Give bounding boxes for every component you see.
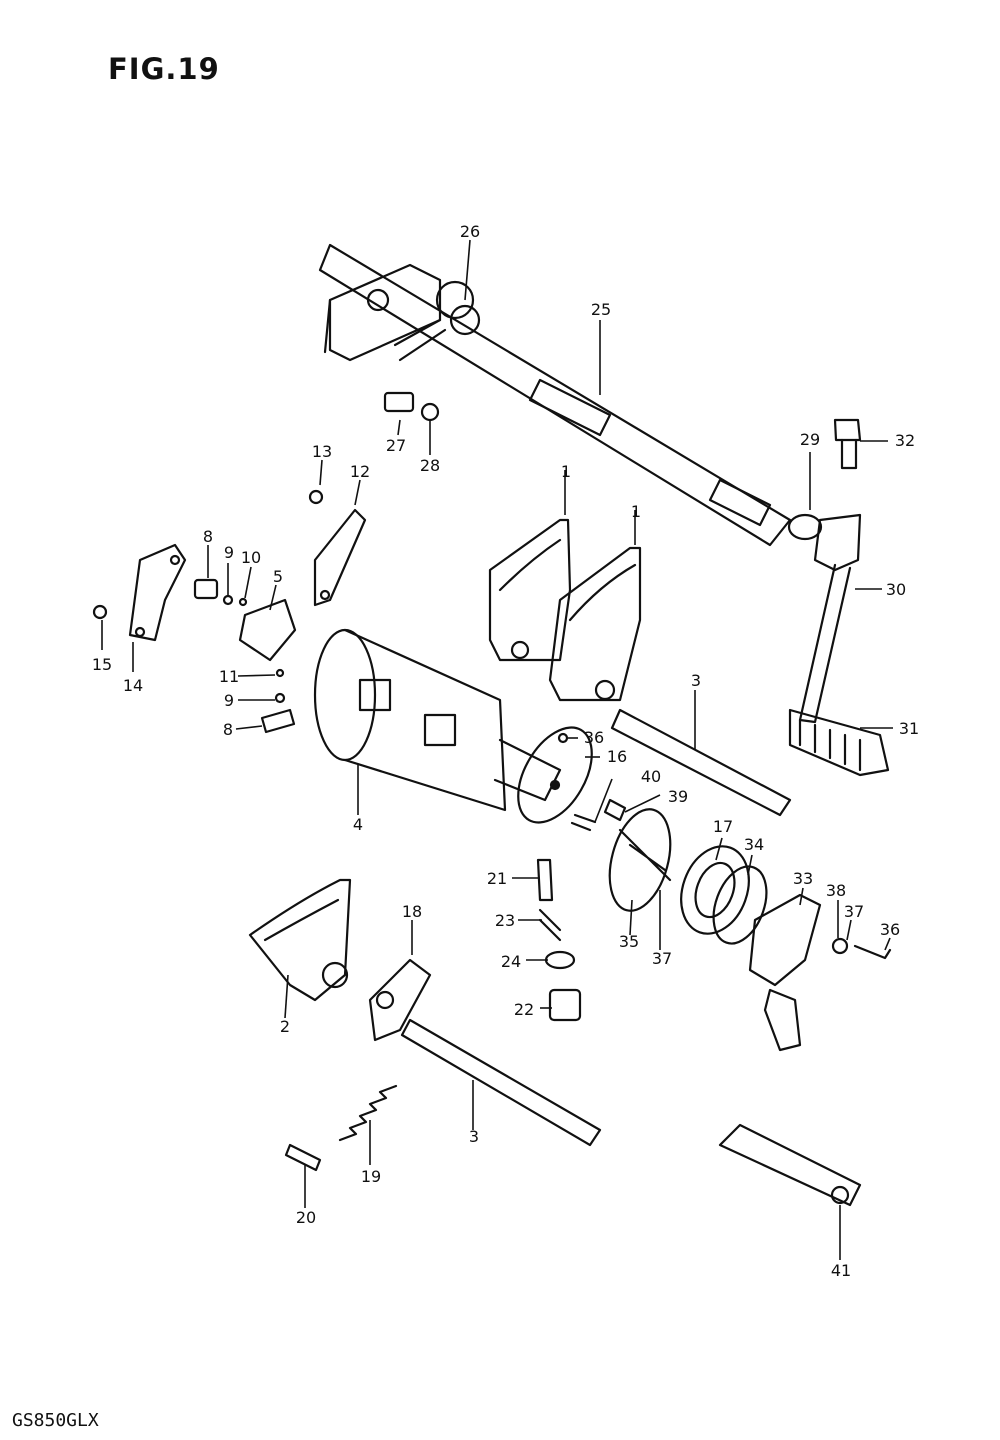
leader-34: [799, 887, 804, 906]
callout-35: 34: [744, 835, 764, 854]
leader-36: [884, 937, 891, 951]
callout-4: 4: [353, 815, 363, 834]
leader-35: [747, 854, 753, 876]
callout-17: 19: [361, 1167, 381, 1186]
leader-28: [397, 419, 401, 436]
callout-18: 20: [296, 1208, 316, 1227]
circlip-14-part: [517, 726, 593, 824]
pin-39-part: [603, 798, 627, 822]
callout-26: 25: [591, 300, 611, 319]
callout-25: 37: [652, 949, 672, 968]
callout-19: 21: [487, 869, 507, 888]
gearshift-cam-part: [313, 628, 562, 812]
callout-28: 27: [386, 436, 406, 455]
stopper-plate-34-part: [748, 893, 822, 1052]
callout-40: 40: [641, 767, 661, 786]
neutral-stopper-part: [536, 858, 582, 1022]
gearshift-fork-pair-part: [488, 518, 642, 702]
callout-1a: 1: [561, 462, 571, 481]
cam-stopper-5-part: [238, 598, 297, 662]
callout-41: 41: [831, 1261, 851, 1280]
leader-6: [235, 725, 263, 730]
pin-40-part: [570, 813, 597, 832]
cam-stopper-plate-12-part: [313, 508, 367, 607]
callout-10: 14: [123, 676, 143, 695]
stopper-bolt-part: [831, 937, 892, 960]
callout-16: 18: [402, 902, 422, 921]
bolt-and-washer-part: [383, 391, 440, 422]
leader-12: [354, 479, 361, 506]
spring-17-part: [338, 1084, 398, 1142]
callout-9a: 10: [241, 548, 261, 567]
callout-6: 8: [223, 720, 233, 739]
gearshift-lever-part: [787, 513, 890, 777]
bracket-41-part: [718, 1123, 862, 1207]
callout-15: 17: [713, 817, 733, 836]
callout-14: 16: [607, 747, 627, 766]
callout-37: 37: [844, 902, 864, 921]
callout-5: 5: [273, 567, 283, 586]
pin-18-part: [284, 1143, 322, 1172]
cam-stopper-bracket-10-part: [128, 543, 187, 642]
figure-title: FIG.19: [108, 52, 220, 86]
callout-32: 31: [899, 719, 919, 738]
callout-3b: 3: [469, 1127, 479, 1146]
callout-12: 12: [350, 462, 370, 481]
cam-stopper-pin-7-part: [193, 578, 219, 600]
callout-34: 33: [793, 869, 813, 888]
leader-37: [846, 919, 852, 941]
small-parts-6-8-9-part: [222, 594, 296, 734]
leader-40: [594, 778, 613, 823]
gearshift-fork-2-part: [248, 878, 352, 1002]
callout-38: 38: [826, 881, 846, 900]
leader-2: [284, 974, 289, 1019]
callout-2: 2: [280, 1017, 290, 1036]
callout-3a: 3: [691, 671, 701, 690]
callout-23: 35: [619, 932, 639, 951]
callout-13: 13: [312, 442, 332, 461]
callout-9b: 11: [219, 667, 239, 686]
model-code: GS850GLX: [12, 1410, 99, 1431]
screw-13-part: [308, 489, 324, 505]
gearshift-shaft-part: [318, 243, 792, 547]
cam-guide-23-part: [608, 808, 672, 912]
callout-8b: 9: [224, 691, 234, 710]
callout-39: 39: [668, 787, 688, 806]
fork-shaft-lower-part: [400, 1018, 602, 1147]
fork-shaft-upper-part: [610, 708, 792, 817]
callout-31: 30: [886, 580, 906, 599]
leader-13: [319, 459, 323, 486]
screw-11-part: [92, 604, 108, 620]
callout-36: 36: [880, 920, 900, 939]
pin-24-part: [557, 732, 569, 744]
bearing-15-part: [680, 845, 750, 935]
leader-27: [464, 239, 471, 301]
leader-15: [715, 837, 723, 861]
bolt-33-part: [833, 418, 862, 470]
callout-11: 15: [92, 655, 112, 674]
callout-22: 24: [501, 952, 521, 971]
leader-23: [629, 899, 633, 936]
ring-35-part: [712, 865, 768, 945]
callout-24: 36: [584, 728, 604, 747]
leader-39: [624, 794, 661, 813]
callout-1b: 1: [631, 502, 641, 521]
callout-21: 23: [495, 911, 515, 930]
leader-5: [269, 584, 277, 611]
callout-29: 28: [420, 456, 440, 475]
callout-7: 8: [203, 527, 213, 546]
callout-33: 32: [895, 431, 915, 450]
leader-9a: [244, 566, 252, 599]
leader-9b: [237, 674, 276, 677]
callout-20: 22: [514, 1000, 534, 1019]
cam-driven-gear-16-part: [368, 958, 432, 1042]
callout-27: 26: [460, 222, 480, 241]
callout-30: 29: [800, 430, 820, 449]
callout-8a: 9: [224, 543, 234, 562]
